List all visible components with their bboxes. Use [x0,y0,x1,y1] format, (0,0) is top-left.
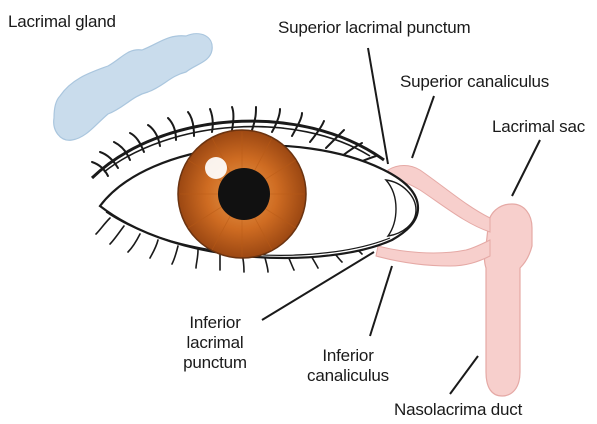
label-inferior-lacrimal-punctum: Inferior lacrimal punctum [170,313,260,373]
label-inferior-canaliculus: Inferior canaliculus [296,346,400,386]
lacrimal-gland-shape [54,34,212,141]
leader-inferior-canaliculus [370,266,392,336]
label-lacrimal-gland: Lacrimal gland [8,12,116,32]
label-inferior-lacrimal-punctum-line3: punctum [170,353,260,373]
label-nasolacrimal-duct: Nasolacrima duct [394,400,522,420]
label-inferior-canaliculus-line1: Inferior [296,346,400,366]
label-superior-canaliculus: Superior canaliculus [400,72,549,92]
inferior-canaliculus-shape [376,240,490,266]
label-inferior-lacrimal-punctum-line1: Inferior [170,313,260,333]
label-superior-lacrimal-punctum: Superior lacrimal punctum [278,18,470,38]
label-inferior-canaliculus-line2: canaliculus [296,366,400,386]
leader-inferior-punctum [262,252,374,320]
eye-highlight [205,157,227,179]
leader-superior-punctum [368,48,388,164]
lacrimal-sac-shape [485,204,533,396]
label-inferior-lacrimal-punctum-line2: lacrimal [170,333,260,353]
leader-superior-canaliculus [412,96,434,158]
leader-lacrimal-sac [512,140,540,196]
label-lacrimal-sac: Lacrimal sac [492,117,585,137]
leader-nasolacrimal-duct [450,356,478,394]
pupil [218,168,270,220]
